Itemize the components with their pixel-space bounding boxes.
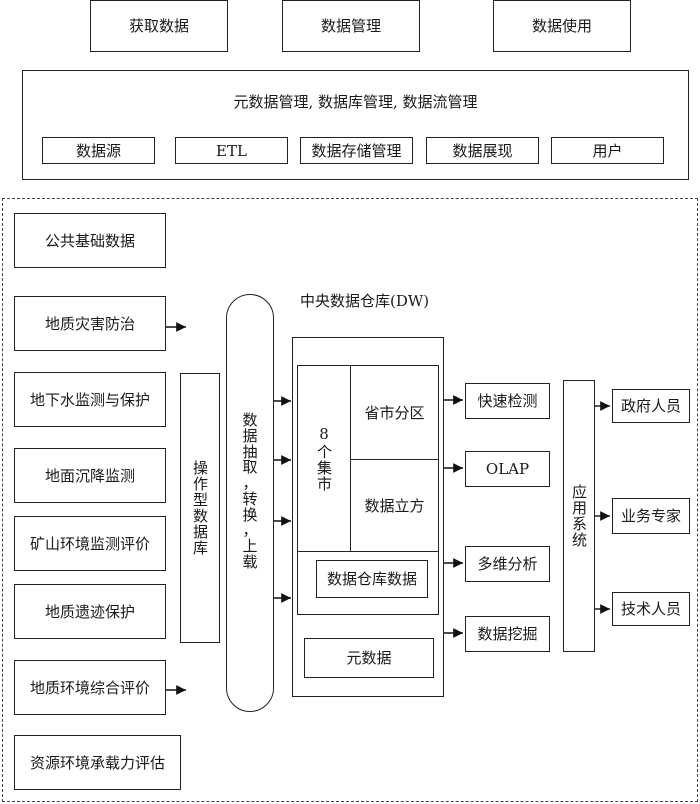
user-label: 业务专家 [620,507,681,525]
source-label: 地下水监测与保护 [29,390,150,409]
analysis-mining: 数据挖掘 [465,616,550,652]
region-partition-label: 省市分区 [364,403,425,422]
analysis-label: 数据挖掘 [477,625,538,643]
etl-char: 取 [242,458,258,477]
etl-char: ， [242,474,258,492]
etl-char: ， [242,521,258,540]
etl-char: 数 [242,411,258,429]
data-cube: 数据立方 [350,459,439,552]
source-groundwater: 地下水监测与保护 [14,372,166,427]
mgmt-item-label: 用户 [592,141,623,160]
mgmt-item-user: 用户 [551,137,664,164]
user-label: 技术人员 [620,600,681,618]
analysis-label: 多维分析 [477,555,538,573]
operational-database-label: 操作型数据库 [191,460,209,556]
metadata-label: 元数据 [346,649,392,667]
etl-char: 转 [242,489,258,508]
source-label: 地质灾害防治 [44,314,135,333]
mgmt-item-label: 数据存储管理 [311,141,402,160]
data-management-label: 数据管理 [320,17,381,35]
source-label: 地面沉降监测 [44,466,135,485]
dw-title: 中央数据仓库(DW) [300,292,430,310]
data-usage-label: 数据使用 [531,17,592,35]
etl-char: 载 [242,552,258,571]
mgmt-item-datasource: 数据源 [42,137,155,164]
source-subsidence: 地面沉降监测 [14,448,166,503]
application-system: 应用系统 [563,380,595,652]
source-public-basic: 公共基础数据 [14,213,166,268]
source-label: 地质环境综合评价 [29,678,150,697]
source-geo-env-eval: 地质环境综合评价 [14,660,166,715]
source-label: 矿山环境监测评价 [29,534,150,553]
analysis-label: 快速检测 [477,392,538,410]
data-marts: 8个集市 [297,365,351,552]
user-technical: 技术人员 [612,592,690,626]
etl-char: 抽 [242,442,258,461]
source-label: 地质遗迹保护 [44,602,135,621]
mgmt-item-storage: 数据存储管理 [300,137,413,164]
source-carrying-capacity: 资源环境承载力评估 [14,735,181,790]
mgmt-item-label: ETL [216,141,247,160]
source-label: 资源环境承载力评估 [29,753,165,772]
etl-char: 据 [242,426,258,445]
etl-char: 换 [242,505,258,524]
warehouse-data: 数据仓库数据 [316,560,428,598]
mgmt-item-display: 数据展现 [426,137,539,164]
user-expert: 业务专家 [612,498,690,534]
analysis-label: OLAP [485,460,530,478]
source-geohazard: 地质灾害防治 [14,296,166,351]
etl-capsule [226,294,274,712]
data-cube-label: 数据立方 [364,496,425,515]
mgmt-item-etl: ETL [175,137,288,164]
region-partition: 省市分区 [350,365,439,460]
acquire-data-box: 获取数据 [90,0,228,52]
metadata-box: 元数据 [304,638,434,678]
user-government: 政府人员 [612,389,690,423]
mgmt-item-label: 数据源 [75,141,121,160]
operational-database: 操作型数据库 [180,373,220,643]
data-management-box: 数据管理 [282,0,420,52]
analysis-quick-detect: 快速检测 [465,383,550,419]
etl-char: 上 [242,537,258,555]
source-geoheritage: 地质遗迹保护 [14,584,166,639]
user-label: 政府人员 [620,397,681,415]
warehouse-data-label: 数据仓库数据 [326,570,417,588]
data-usage-box: 数据使用 [493,0,631,52]
source-mine-env: 矿山环境监测评价 [14,516,166,571]
data-marts-label: 8个集市 [315,425,333,492]
source-label: 公共基础数据 [44,231,135,250]
mgmt-item-label: 数据展现 [452,141,513,160]
application-system-label: 应用系统 [570,484,588,548]
system-region [2,198,698,802]
etl-label: 数 据 抽 取 ， 转 换 ， 上 载 [238,411,262,571]
management-title: 元数据管理, 数据库管理, 数据流管理 [233,93,478,111]
analysis-multidim: 多维分析 [465,546,550,582]
acquire-data-label: 获取数据 [128,17,189,35]
analysis-olap: OLAP [465,451,550,487]
